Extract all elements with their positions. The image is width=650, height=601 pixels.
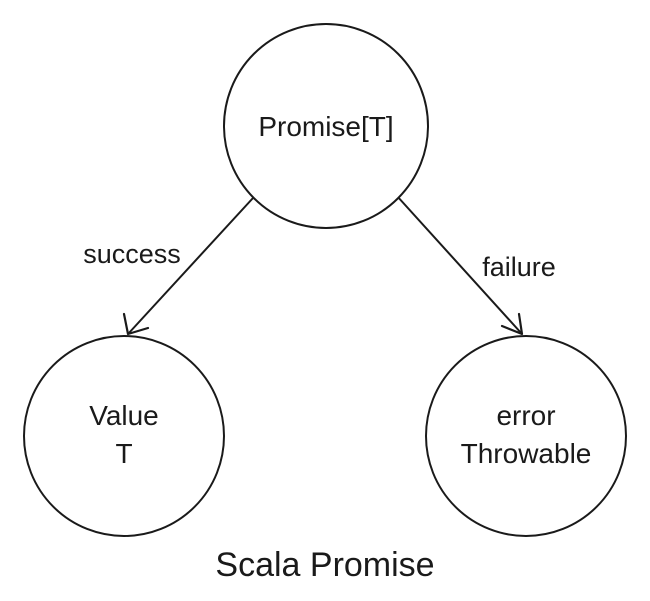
- edge-failure-label: failure: [482, 252, 556, 282]
- node-value-line1: Value: [89, 400, 159, 431]
- edge-failure-arrowhead: [500, 312, 524, 336]
- node-error-line1: error: [496, 400, 555, 431]
- node-value: Value T: [23, 335, 225, 537]
- edge-failure: failure: [396, 195, 556, 336]
- node-value-line2: T: [115, 438, 132, 469]
- edge-success-label: success: [83, 239, 181, 269]
- edge-success-line: [127, 197, 254, 335]
- node-promise: Promise[T]: [223, 23, 429, 229]
- node-error-circle: [425, 335, 627, 537]
- edge-success: success: [83, 197, 254, 336]
- diagram-caption: Scala Promise: [215, 546, 434, 584]
- node-error-line2: Throwable: [461, 438, 592, 469]
- node-promise-label: Promise[T]: [258, 111, 393, 142]
- edge-success-arrowhead: [122, 312, 150, 336]
- node-error: error Throwable: [425, 335, 627, 537]
- node-promise-circle: [223, 23, 429, 229]
- node-value-circle: [23, 335, 225, 537]
- edge-failure-line: [396, 195, 523, 335]
